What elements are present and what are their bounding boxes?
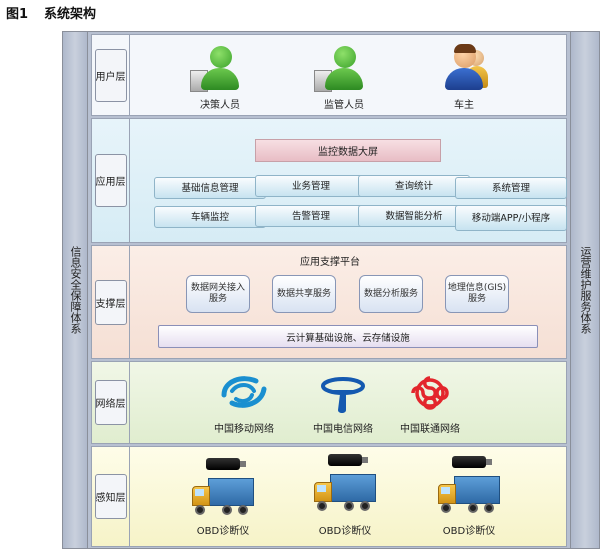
system-management: 系统管理 (455, 177, 567, 199)
operation-service-bar: 运营维护服务体系 (570, 31, 600, 549)
vehicle-owner-icon (442, 44, 488, 94)
china-unicom-logo-icon (382, 372, 478, 416)
intelligent-data-analysis: 数据智能分析 (358, 205, 470, 227)
truck-icon (438, 476, 500, 514)
query-statistics: 查询统计 (358, 175, 470, 197)
network-layer-label: 网络层 (94, 380, 127, 425)
network-layer: 网络层 (91, 361, 567, 444)
china-mobile-label: 中国移动网络 (214, 424, 274, 435)
vehicle-owner: 车主 (424, 44, 504, 111)
support-layer-label: 支撑层 (94, 279, 127, 325)
user-layer-label: 用户层 (94, 48, 127, 102)
china-telecom-logo-icon (295, 372, 391, 416)
sensing-layer-label: 感知层 (94, 474, 127, 519)
china-telecom-network: 中国电信网络 (295, 372, 391, 435)
supervisor-icon (314, 44, 366, 94)
obd-device-2: OBD诊断仪 (300, 454, 390, 537)
cloud-infrastructure-bar: 云计算基础设施、云存储设施 (158, 325, 538, 348)
obd-dongle-icon (452, 456, 492, 468)
truck-icon (192, 478, 254, 516)
supervisor-label: 监管人员 (324, 100, 364, 111)
sensing-layer-label-cell: 感知层 (92, 447, 130, 546)
obd-device-3: OBD诊断仪 (424, 456, 514, 537)
china-unicom-label: 中国联通网络 (400, 424, 460, 435)
app-layer-label: 应用层 (94, 154, 127, 207)
supervisor: 监管人员 (304, 44, 384, 111)
data-analysis-service: 数据分析服务 (359, 275, 423, 313)
basic-info-management: 基础信息管理 (154, 177, 266, 199)
user-layer-label-cell: 用户层 (92, 35, 130, 115)
data-sharing-service: 数据共享服务 (272, 275, 336, 313)
gis-service: 地理信息(GIS)服务 (445, 275, 509, 313)
business-management: 业务管理 (255, 175, 367, 197)
alarm-management: 告警管理 (255, 205, 367, 227)
obd-device-label: OBD诊断仪 (318, 526, 372, 537)
support-platform-title: 应用支撑平台 (300, 257, 360, 268)
data-gateway-service: 数据网关接入服务 (186, 275, 250, 313)
security-system-bar: 信息安全保障体系 (62, 31, 88, 549)
monitor-dashboard-box: 监控数据大屏 (255, 139, 441, 162)
figure-title: 图1 系统架构 (6, 3, 96, 22)
security-system-label: 信息安全保障体系 (69, 246, 82, 334)
figure-label: 图1 (6, 7, 29, 22)
vehicle-owner-label: 车主 (454, 100, 474, 111)
decision-maker: 决策人员 (180, 44, 260, 111)
network-layer-label-cell: 网络层 (92, 362, 130, 443)
app-layer-label-cell: 应用层 (92, 119, 130, 242)
obd-dongle-icon (328, 454, 368, 466)
obd-device-label: OBD诊断仪 (442, 526, 496, 537)
vehicle-monitoring: 车辆监控 (154, 206, 266, 228)
support-layer-label-cell: 支撑层 (92, 246, 130, 358)
china-telecom-label: 中国电信网络 (313, 424, 373, 435)
decision-maker-icon (190, 44, 242, 94)
decision-maker-label: 决策人员 (200, 100, 240, 111)
truck-icon (314, 474, 376, 512)
obd-device-1: OBD诊断仪 (178, 458, 268, 537)
obd-device-label: OBD诊断仪 (196, 526, 250, 537)
china-mobile-logo-icon (196, 372, 292, 416)
figure-name: 系统架构 (44, 7, 97, 22)
mobile-app-miniprogram: 移动端APP/小程序 (455, 205, 567, 231)
china-mobile-network: 中国移动网络 (196, 372, 292, 435)
china-unicom-network: 中国联通网络 (382, 372, 478, 435)
obd-dongle-icon (206, 458, 246, 470)
operation-service-label: 运营维护服务体系 (579, 246, 592, 334)
